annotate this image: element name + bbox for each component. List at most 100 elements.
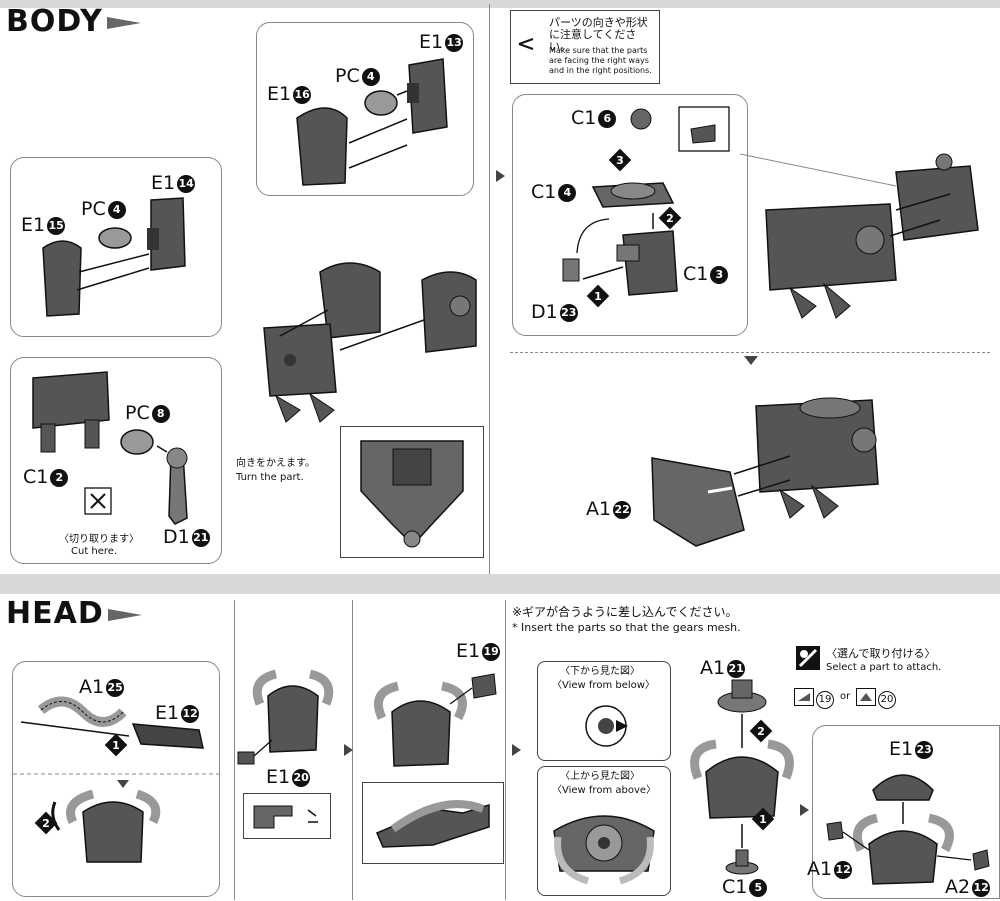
select-part-jp: 〈選んで取り付ける〉 [826, 647, 936, 660]
head-step-2-badge: 2 [34, 811, 58, 835]
caution-text-en-3: and in the right positions. [549, 66, 652, 75]
svg-text:2: 2 [42, 817, 50, 830]
back-view-inset [340, 426, 484, 558]
svg-text:1: 1 [759, 813, 767, 826]
select-part-icon [796, 646, 820, 670]
option-19-icon [794, 688, 814, 706]
turn-part-jp: 向きをかえます。 [236, 458, 315, 469]
shoulder-armor-left-drawing [42, 197, 186, 317]
svg-text:2: 2 [666, 212, 674, 225]
flow-arrow-right-4 [800, 804, 809, 816]
head-gear-assembly-drawing [690, 679, 794, 875]
head-hoses-drawing [13, 696, 219, 863]
e1-20-inset [243, 793, 331, 839]
view-above-jp: 〈上から見た図〉 [560, 771, 640, 782]
body-column-divider [489, 4, 490, 574]
torso-assembly-drawing [739, 153, 979, 319]
head-e1-20-drawing [237, 669, 334, 765]
head-divider-1 [234, 600, 235, 900]
caution-text-jp: パーツの向きや形状に注意してください。 [549, 16, 648, 53]
svg-text:1: 1 [594, 290, 602, 303]
head-section-title: HEAD [6, 596, 142, 631]
view-from-above-box: 〈上から見た図〉 〈View from above〉 [537, 766, 671, 896]
gear-step-1-badge: 1 [751, 807, 775, 831]
head-step-1-badge: 1 [104, 733, 128, 757]
view-below-jp: 〈下から見た図〉 [560, 666, 640, 677]
svg-text:2: 2 [757, 725, 765, 738]
gear-note-en: * Insert the parts so that the gears mes… [512, 621, 741, 634]
e1-19-inset [362, 782, 504, 864]
head-divider-3 [505, 600, 506, 900]
svg-text:3: 3 [616, 154, 624, 167]
view-above-en: 〈View from above〉 [552, 785, 657, 796]
flow-arrow-right-2 [344, 744, 353, 756]
cut-here-jp: 〈切り取ります〉 [59, 534, 139, 545]
flow-arrow-right-3 [512, 744, 521, 756]
flow-arrow-down-1 [744, 356, 758, 365]
flow-arrow-down-head [117, 780, 129, 788]
body-section-title: BODY [6, 4, 141, 39]
head-e1-19-drawing [374, 673, 497, 767]
gear-above-drawing [553, 815, 655, 885]
caution-box: パーツの向きや形状に注意してください。 Make sure that the p… [510, 10, 660, 84]
waist-joint-drawing [32, 371, 188, 525]
option-20-icon [856, 688, 876, 706]
caution-text-en-2: are facing the right ways [549, 56, 649, 65]
top-band [0, 0, 1000, 8]
section-band [0, 574, 1000, 594]
body-step-divider [510, 352, 990, 353]
step-2-badge: 2 [658, 206, 682, 230]
e1-20-part-drawing [253, 805, 318, 829]
step-3-badge: 3 [608, 148, 632, 172]
caution-text-en-1: Make sure that the parts [549, 46, 648, 55]
shoulder-armor-parts-drawing [296, 58, 448, 186]
option-20-number: 20 [878, 691, 896, 709]
torso-with-front-armor-drawing [651, 397, 879, 547]
caution-arrow-icon [518, 38, 534, 50]
svg-text:1: 1 [112, 739, 120, 752]
turn-part-en: Turn the part. [236, 472, 304, 483]
flow-arrow-right-1 [496, 170, 505, 182]
option-or-text: or [840, 691, 851, 702]
head-final-drawing [826, 774, 990, 885]
gear-step-2-badge: 2 [749, 719, 773, 743]
option-19-number: 19 [816, 691, 834, 709]
gear-below-drawing [585, 705, 628, 747]
view-from-below-box: 〈下から見た図〉 〈View from below〉 [537, 661, 671, 761]
gear-note-jp: ※ギアが合うように差し込んでください。 [512, 605, 738, 619]
select-part-en: Select a part to attach. [826, 662, 942, 673]
cut-here-en: Cut here. [71, 546, 118, 557]
step-1-badge: 1 [586, 284, 610, 308]
view-below-en: 〈View from below〉 [552, 680, 655, 691]
e1-19-side-view-drawing [376, 800, 490, 848]
